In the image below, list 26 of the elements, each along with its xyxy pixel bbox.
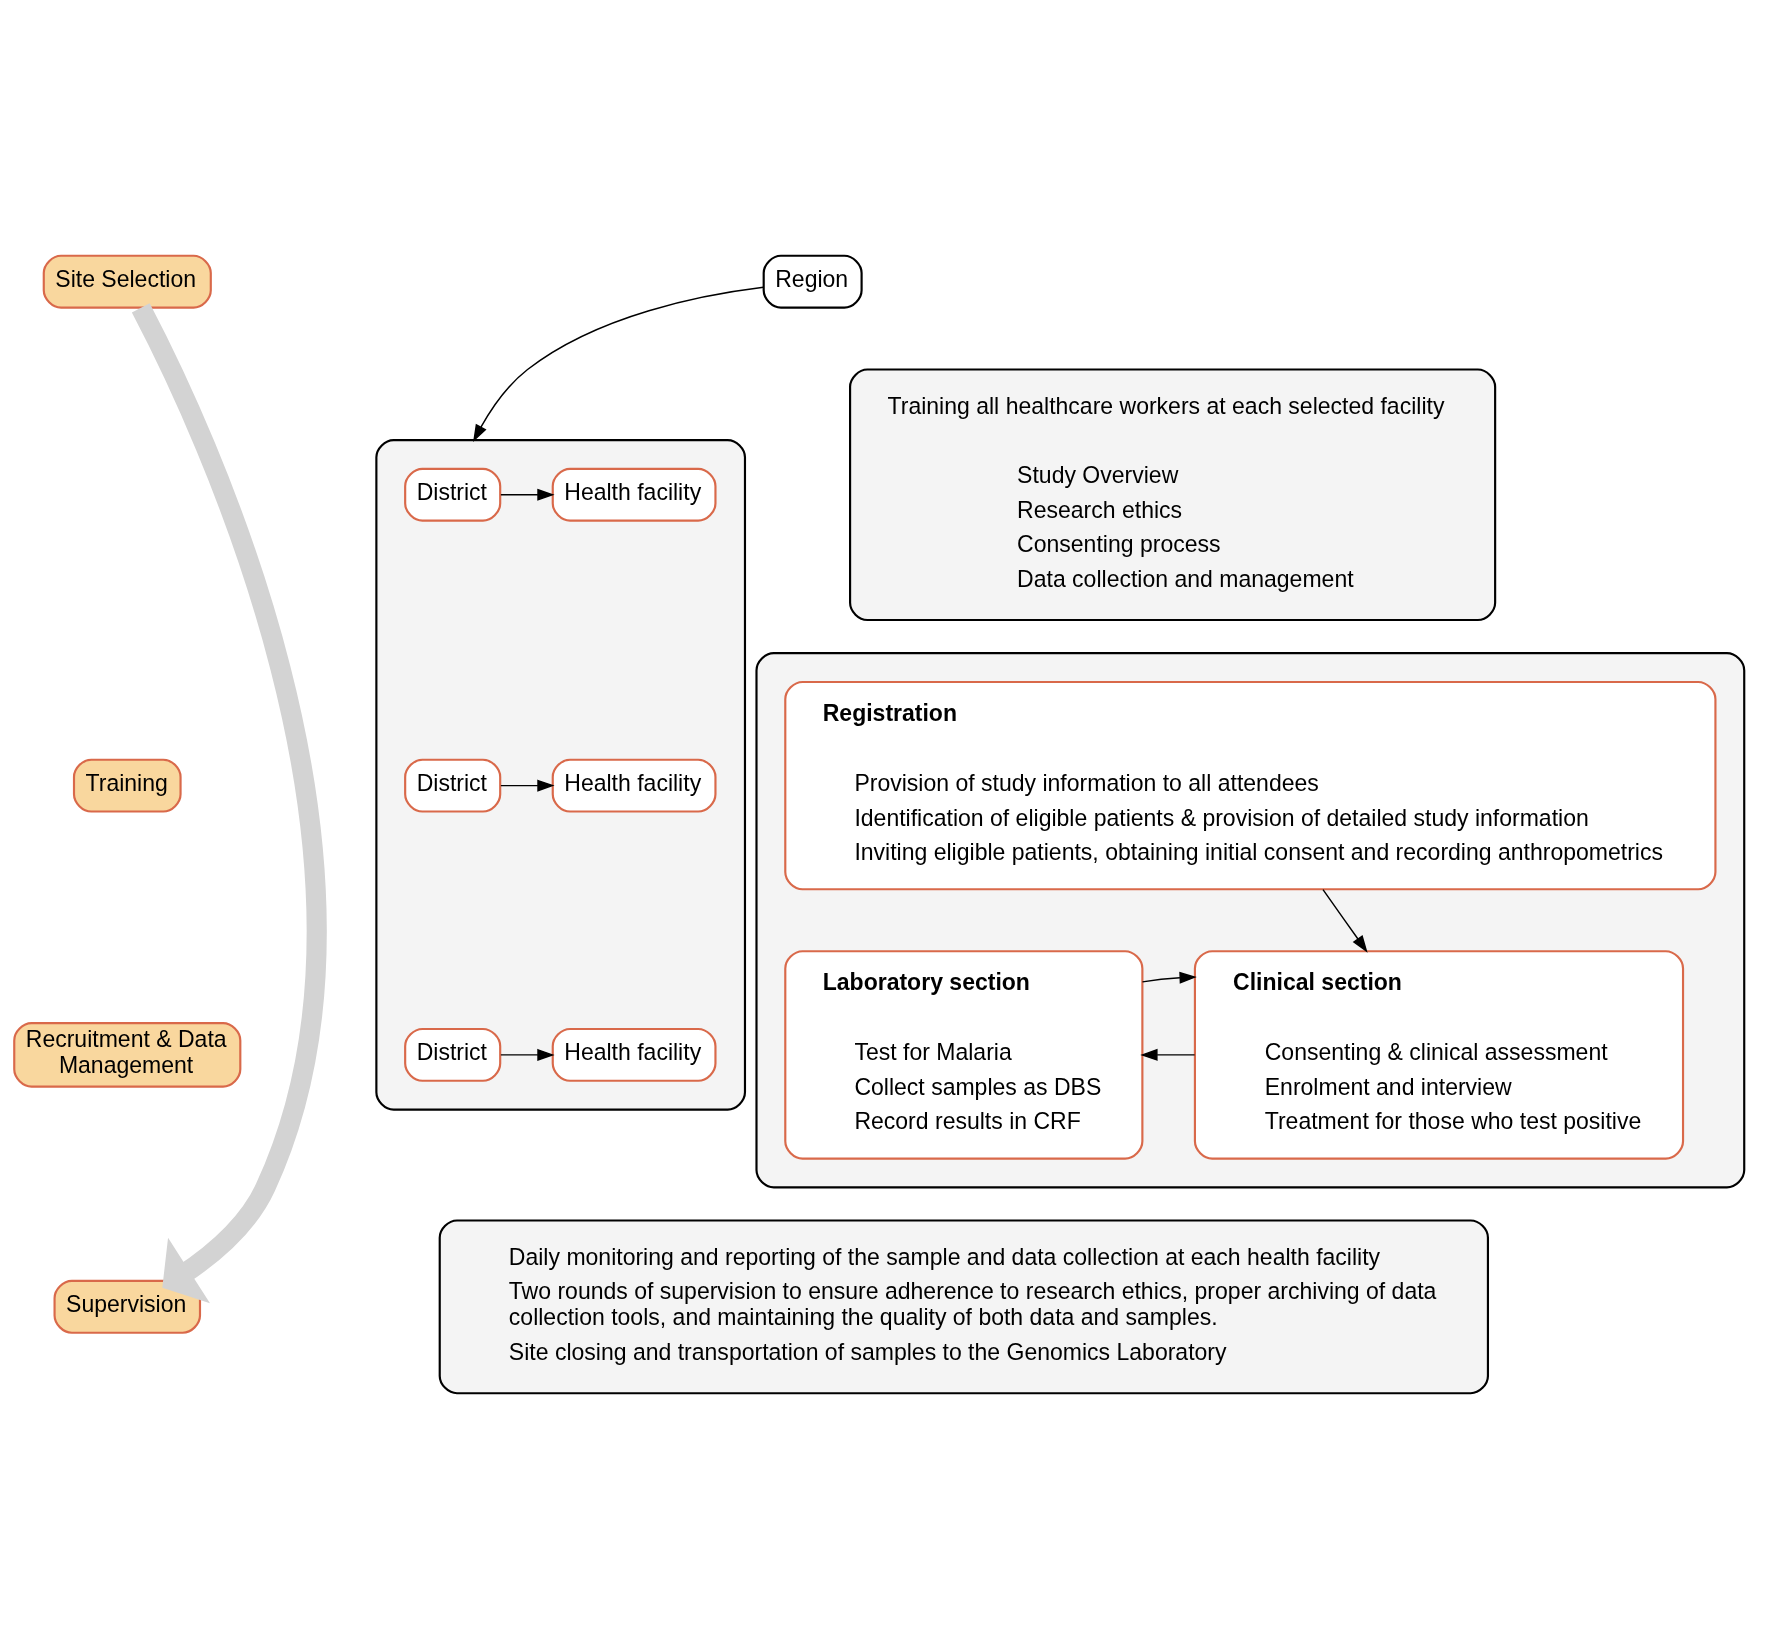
arrow [500, 488, 555, 501]
node-box: Clinical section Consenting & clinical assessment Enrolment and interview Treatment for those who test positive [1193, 949, 1685, 1160]
node-box: District [404, 758, 502, 813]
node-box: Daily monitoring and reporting of the sample and data collection at each health facility Two rounds of supervision to ensure adherence to research ethics, proper archiving of data collection tools, and maintaining the quality of both data and samples. Site closing and transportation of samples to the Genomics Laboratory [438, 1218, 1489, 1394]
node-box: Site Selection [42, 254, 212, 309]
node-box: Health facility [551, 467, 717, 522]
arrow [473, 286, 765, 442]
arrow [1140, 1048, 1196, 1061]
arrow [1322, 888, 1368, 953]
node-box: Training all healthcare workers at each selected facility Study Overview Research ethics Consenting process Data collection and management [849, 367, 1497, 621]
node-box: Laboratory section Test for Malaria Collect samples as DBS Record results in CRF [784, 949, 1144, 1160]
node-box: Region [762, 254, 863, 309]
arrow [131, 302, 327, 1303]
node-box: Recruitment & Data Management [13, 1021, 242, 1088]
cluster [375, 438, 747, 1111]
node-box: Health facility [551, 758, 717, 813]
cluster [755, 651, 1746, 1188]
node-box: Supervision [53, 1279, 202, 1334]
node-box: Registration Provision of study information to all attendees Identification of eligible patients & provision of detailed study information Inviting eligible patients, obtaining initial consent and recording anthropometrics [784, 680, 1717, 890]
node-box: Health facility [551, 1027, 717, 1082]
node-box: Training [72, 758, 182, 813]
arrow [1141, 971, 1197, 984]
arrow [500, 779, 555, 792]
node-box: District [404, 1027, 502, 1082]
arrow [500, 1048, 555, 1061]
node-box: District [404, 467, 502, 522]
